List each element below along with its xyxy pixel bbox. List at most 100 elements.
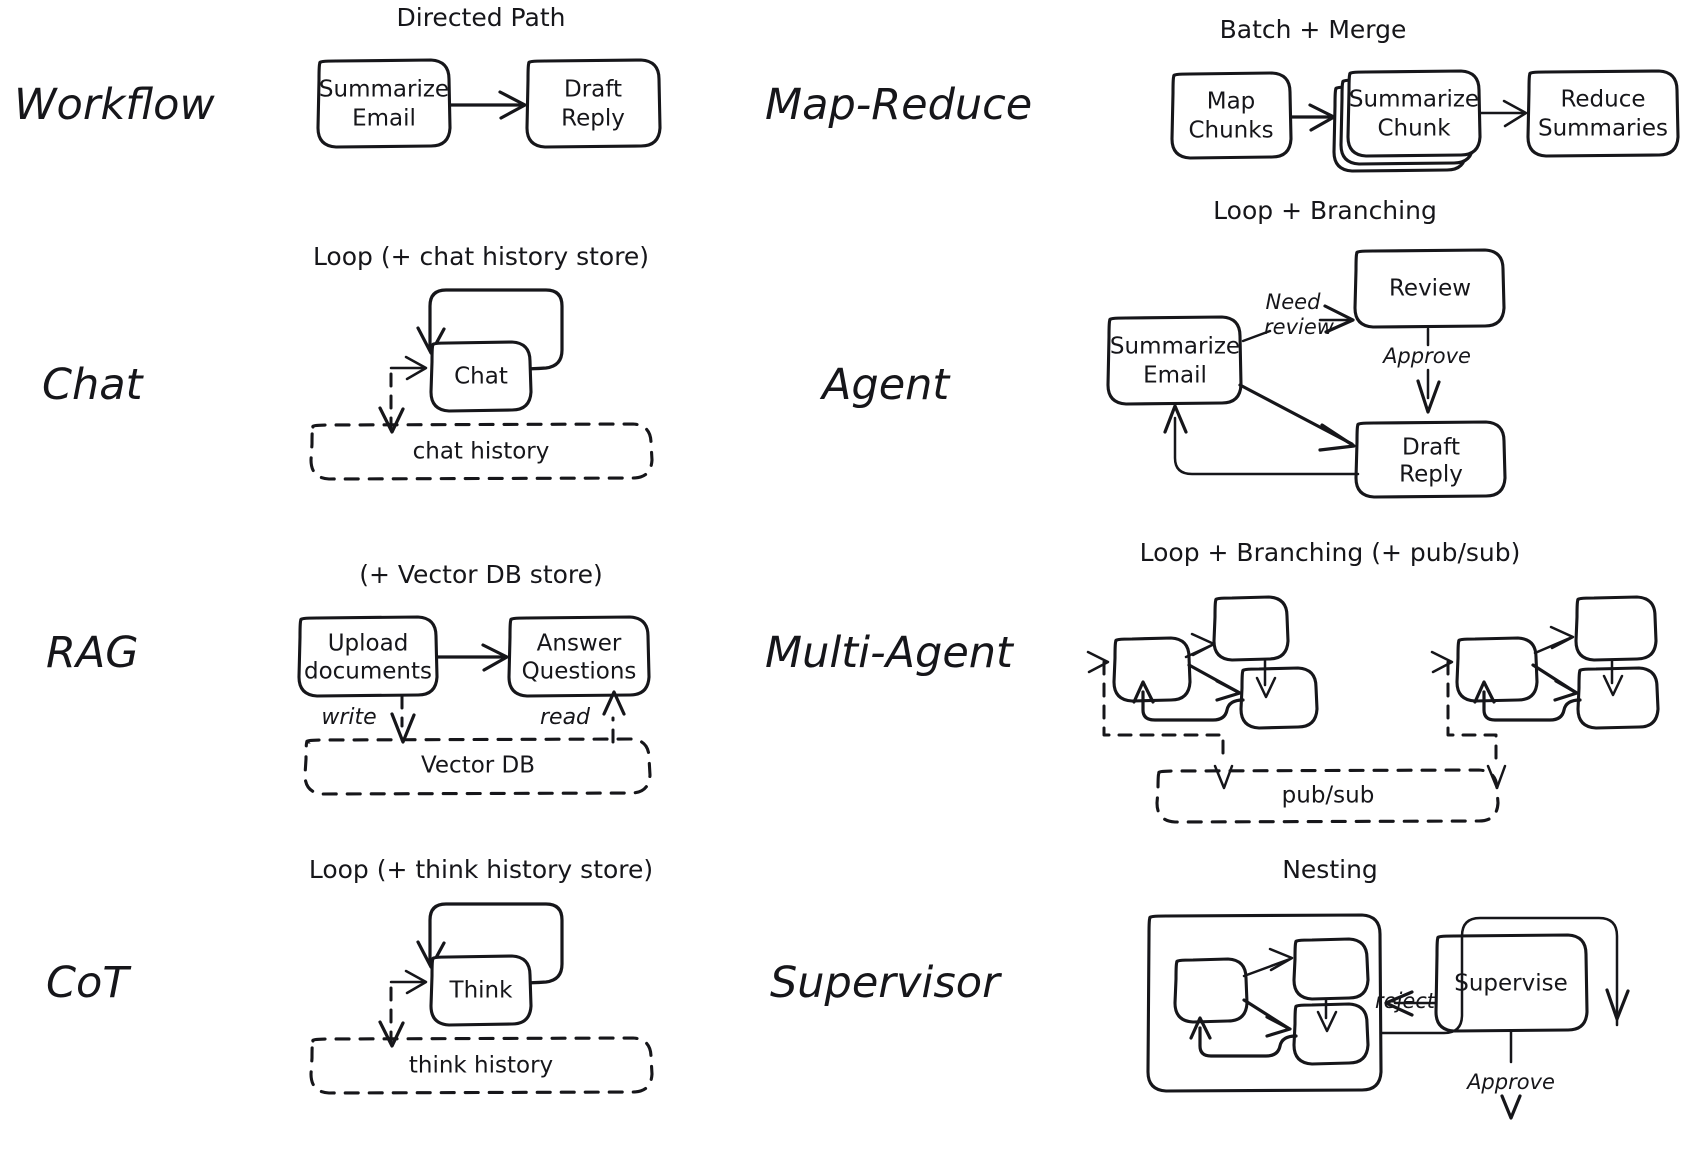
edge-label-reject: reject: [1375, 989, 1436, 1013]
edge-a3-to-a2-feedback: [1141, 690, 1245, 722]
edge-label-read: read: [540, 705, 591, 730]
edge-n3-to-n2-feedback: [1198, 1026, 1298, 1058]
node-label-chunks: Chunks: [1188, 118, 1273, 144]
node-agent-a2[interactable]: [1112, 636, 1192, 703]
node-label-reduce: Reduce: [1560, 87, 1645, 113]
store-chat-history[interactable]: [309, 422, 654, 481]
edge-label-write: write: [321, 705, 376, 730]
arrowhead: [1265, 1015, 1292, 1038]
rag-diagram: Upload documents Answer Questions write …: [297, 615, 652, 796]
row-label-workflow: Workflow: [14, 80, 215, 130]
node-agent-b2[interactable]: [1455, 636, 1539, 703]
arrowhead: [602, 690, 626, 716]
node-agent-a1[interactable]: [1212, 595, 1290, 662]
node-label-summarize-agent: Summarize: [1110, 334, 1240, 360]
arrowhead: [1190, 632, 1216, 657]
node-upload-documents[interactable]: [297, 615, 439, 698]
node-reduce-summaries[interactable]: [1526, 69, 1680, 158]
edge-need-review-stub: [1241, 329, 1272, 343]
node-agent-b3[interactable]: [1576, 666, 1660, 730]
arrowhead: [1473, 680, 1496, 704]
node-label-answer: Answer: [537, 631, 622, 657]
arrowhead: [1416, 379, 1441, 414]
node-answer-questions[interactable]: [507, 615, 651, 698]
node-review[interactable]: [1353, 248, 1506, 329]
row-label-cot: CoT: [46, 958, 129, 1008]
node-label-supervise: Supervise: [1454, 971, 1568, 997]
arrowhead: [1323, 304, 1355, 334]
node-label-documents: documents: [304, 659, 432, 685]
node-draft-reply[interactable]: [525, 58, 662, 149]
row-label-rag: RAG: [46, 628, 139, 678]
arrowhead: [1163, 404, 1188, 434]
store-vector-db[interactable]: [303, 737, 652, 796]
store-label-pub-sub: pub/sub: [1282, 783, 1375, 809]
store-label-think-history: think history: [409, 1053, 553, 1079]
arrowhead: [1430, 650, 1454, 674]
node-draft-reply-agent[interactable]: [1354, 420, 1507, 499]
arrowhead: [1189, 1016, 1212, 1040]
caption-loop-think: Loop (+ think history store): [308, 855, 654, 884]
edge-draft-to-summarize-feedback: [1173, 416, 1360, 476]
chat-diagram: Chat chat history: [309, 288, 654, 481]
cot-diagram: Think think history: [309, 902, 654, 1095]
arrowhead: [1502, 99, 1528, 128]
arrowhead: [1605, 988, 1630, 1021]
arrowhead: [1132, 680, 1155, 704]
node-chat[interactable]: [429, 340, 533, 413]
node-map-chunks[interactable]: [1170, 71, 1293, 160]
row-label-supervisor: Supervisor: [770, 958, 1000, 1008]
node-supervise[interactable]: [1434, 933, 1589, 1033]
caption-loop-chat: Loop (+ chat history store): [312, 242, 650, 271]
node-summarize-chunk[interactable]: [1346, 69, 1482, 158]
map-reduce-diagram: Map Chunks Summarize Chunk Reduce Summar…: [1170, 69, 1680, 173]
caption-directed-path: Directed Path: [396, 3, 566, 32]
node-label-summarize-chunk-1: Summarize: [1349, 87, 1479, 113]
row-label-multi-agent: Multi-Agent: [765, 628, 1013, 678]
node-think[interactable]: [429, 954, 533, 1027]
node-label-email-agent: Email: [1143, 363, 1207, 389]
node-label-map: Map: [1207, 89, 1256, 115]
arrowhead: [378, 1020, 405, 1048]
node-label-email: Email: [352, 106, 416, 132]
node-agent-a3[interactable]: [1239, 666, 1319, 730]
node-agent-b1[interactable]: [1574, 595, 1658, 662]
store-think-history[interactable]: [309, 1036, 654, 1095]
arrowhead: [1316, 1010, 1338, 1033]
node-label-summaries: Summaries: [1538, 116, 1668, 142]
node-sup-n3[interactable]: [1292, 1002, 1370, 1066]
edge-label-review: review: [1264, 315, 1335, 339]
node-label-reply-agent: Reply: [1399, 462, 1463, 488]
row-label-chat: Chat: [42, 360, 143, 410]
node-sup-n2[interactable]: [1173, 957, 1249, 1024]
store-label-vector-db: Vector DB: [421, 753, 535, 779]
arrowhead: [1318, 423, 1356, 452]
node-sup-n1[interactable]: [1292, 937, 1370, 1001]
caption-loop-branching: Loop + Branching: [1213, 196, 1437, 225]
edge-label-approve: Approve: [1381, 344, 1471, 368]
edge-a-pubsub-in: [1102, 660, 1225, 764]
node-label-summarize-chunk-2: Chunk: [1377, 116, 1451, 142]
arrowhead: [1086, 650, 1110, 674]
arrowhead: [1268, 947, 1294, 972]
caption-loop-branching-pubsub: Loop + Branching (+ pub/sub): [1139, 538, 1521, 567]
node-summarize-email[interactable]: [316, 58, 452, 149]
node-label-chat: Chat: [454, 364, 508, 390]
row-label-map-reduce: Map-Reduce: [765, 80, 1033, 130]
edge-b-pubsub-in: [1446, 660, 1498, 764]
arrowhead: [1255, 676, 1277, 699]
node-label-think: Think: [449, 978, 514, 1004]
node-summarize-email-agent[interactable]: [1106, 315, 1243, 406]
node-label-summarize: Summarize: [319, 77, 449, 103]
arrowhead: [1384, 990, 1414, 1017]
store-label-chat-history: chat history: [413, 439, 550, 465]
arrowhead: [1549, 625, 1575, 650]
node-label-draft-agent: Draft: [1402, 435, 1460, 461]
arrowhead: [481, 643, 509, 672]
node-label-reply: Reply: [561, 106, 625, 132]
node-label-review: Review: [1389, 276, 1471, 302]
multi-agent-diagram: pub/sub: [1086, 595, 1660, 824]
edge-label-approve-out: Approve: [1465, 1070, 1555, 1094]
supervisor-diagram: Supervise reject Approve: [1146, 913, 1630, 1120]
